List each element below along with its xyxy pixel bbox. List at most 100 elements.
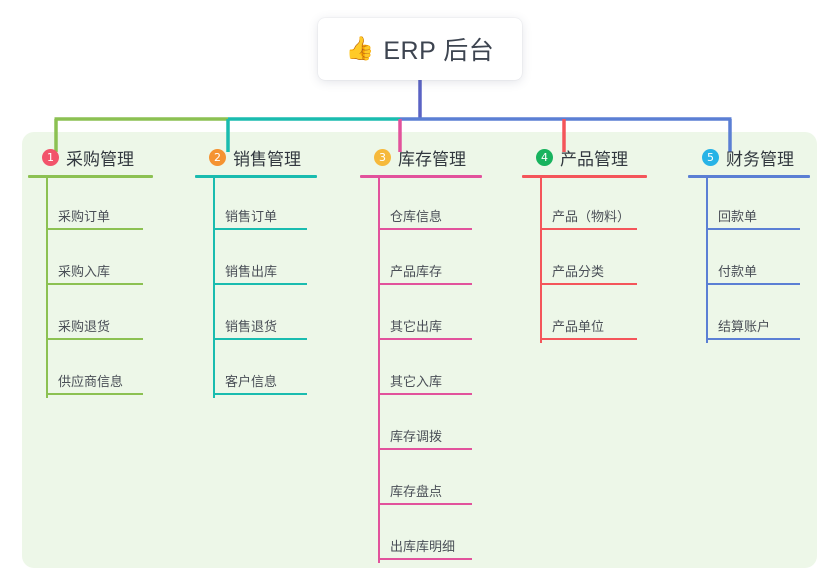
branch-title: 采购管理 [66,149,134,169]
branch-item[interactable]: 付款单 [688,233,810,288]
branch-item-underline [213,338,307,340]
branch-title: 库存管理 [398,149,466,169]
branch-number-badge: 4 [536,148,553,166]
branch-item[interactable]: 产品（物料） [522,178,647,233]
branch-item[interactable]: 产品库存 [360,233,482,288]
branch-item-label: 销售退货 [225,319,278,334]
branch-item[interactable]: 其它入库 [360,343,482,398]
branch-item-label: 结算账户 [718,319,771,334]
branch-item[interactable]: 采购退货 [28,288,153,343]
branch-item-underline [378,338,472,340]
branch-item[interactable]: 采购入库 [28,233,153,288]
branch-item[interactable]: 结算账户 [688,288,810,343]
branch-item[interactable]: 仓库信息 [360,178,482,233]
branch-item[interactable]: 销售退货 [195,288,317,343]
branch-header-3[interactable]: 3 库存管理 [360,144,482,170]
branch-number-badge: 2 [209,148,226,166]
branch-item-label: 产品分类 [552,264,605,279]
branch-number-badge: 1 [42,148,59,166]
branch-item-underline [46,228,143,230]
branch-item-underline [213,228,307,230]
branch-header-5[interactable]: 5 财务管理 [688,144,810,170]
branch-item[interactable]: 库存调拨 [360,398,482,453]
branch-underline [195,175,317,178]
branch-item[interactable]: 销售出库 [195,233,317,288]
branch-item-label: 产品（物料） [552,209,631,224]
branch-underline [688,175,810,178]
branch-item-underline [378,228,472,230]
branch-items: 回款单付款单结算账户 [688,178,810,343]
branch-header-2[interactable]: 2 销售管理 [195,144,317,170]
branch-item[interactable]: 产品分类 [522,233,647,288]
branch-spine [46,178,48,398]
branch-item[interactable]: 库存盘点 [360,453,482,508]
branch-item-underline [46,393,143,395]
branch-underline [522,175,647,178]
branch-items: 销售订单销售出库销售退货客户信息 [195,178,317,398]
branch-item-label: 销售出库 [225,264,278,279]
branch-item[interactable]: 回款单 [688,178,810,233]
branch-title: 财务管理 [726,149,794,169]
branch-item-label: 产品单位 [552,319,605,334]
root-node-erp-backend[interactable]: 👍 ERP 后台 [318,18,522,80]
branch-item-underline [540,338,637,340]
branch-item-label: 产品库存 [390,264,443,279]
branch-item[interactable]: 出库库明细 [360,508,482,563]
branch-item-underline [378,283,472,285]
branch-column-5: 5 财务管理回款单付款单结算账户 [688,144,810,343]
branch-item[interactable]: 供应商信息 [28,343,153,398]
branch-spine [213,178,215,398]
branch-item-label: 回款单 [718,209,758,224]
branch-item-underline [706,338,800,340]
branch-number-badge: 3 [374,148,391,166]
branch-item[interactable]: 其它出库 [360,288,482,343]
branch-item-underline [378,503,472,505]
branch-spine [540,178,542,343]
branch-item[interactable]: 销售订单 [195,178,317,233]
root-node-label: ERP 后台 [383,37,495,65]
branch-items: 仓库信息产品库存其它出库其它入库库存调拨库存盘点出库库明细 [360,178,482,563]
branch-item-label: 其它出库 [390,319,443,334]
branch-item[interactable]: 客户信息 [195,343,317,398]
branch-item-label: 仓库信息 [390,209,443,224]
branch-items: 采购订单采购入库采购退货供应商信息 [28,178,153,398]
branch-column-1: 1 采购管理采购订单采购入库采购退货供应商信息 [28,144,153,398]
branch-item-label: 采购入库 [58,264,111,279]
branch-item-label: 采购订单 [58,209,111,224]
branch-item-underline [213,393,307,395]
branch-underline [28,175,153,178]
branch-items: 产品（物料） 产品分类产品单位 [522,178,647,343]
branch-item-underline [706,228,800,230]
diagram-panel [22,132,817,568]
branch-item[interactable]: 产品单位 [522,288,647,343]
branch-item-underline [46,283,143,285]
branch-item-underline [540,228,637,230]
branch-item-label: 库存调拨 [390,429,443,444]
branch-item-underline [540,283,637,285]
branch-item-label: 销售订单 [225,209,278,224]
branch-header-1[interactable]: 1 采购管理 [28,144,153,170]
branch-item-underline [46,338,143,340]
branch-item-underline [213,283,307,285]
branch-number-badge: 5 [702,148,719,166]
branch-spine [378,178,380,563]
branch-title: 产品管理 [560,149,628,169]
branch-item-label: 供应商信息 [58,374,124,389]
branch-item-underline [378,448,472,450]
branch-spine [706,178,708,343]
branch-item[interactable]: 采购订单 [28,178,153,233]
branch-item-label: 采购退货 [58,319,111,334]
branch-title: 销售管理 [233,149,301,169]
branch-item-label: 客户信息 [225,374,278,389]
branch-item-label: 付款单 [718,264,758,279]
branch-header-4[interactable]: 4 产品管理 [522,144,647,170]
branch-item-underline [378,393,472,395]
branch-underline [360,175,482,178]
branch-item-underline [706,283,800,285]
branch-column-2: 2 销售管理销售订单销售出库销售退货客户信息 [195,144,317,398]
branch-item-underline [378,558,472,560]
branch-item-label: 其它入库 [390,374,443,389]
thumbs-up-icon: 👍 [345,35,375,62]
